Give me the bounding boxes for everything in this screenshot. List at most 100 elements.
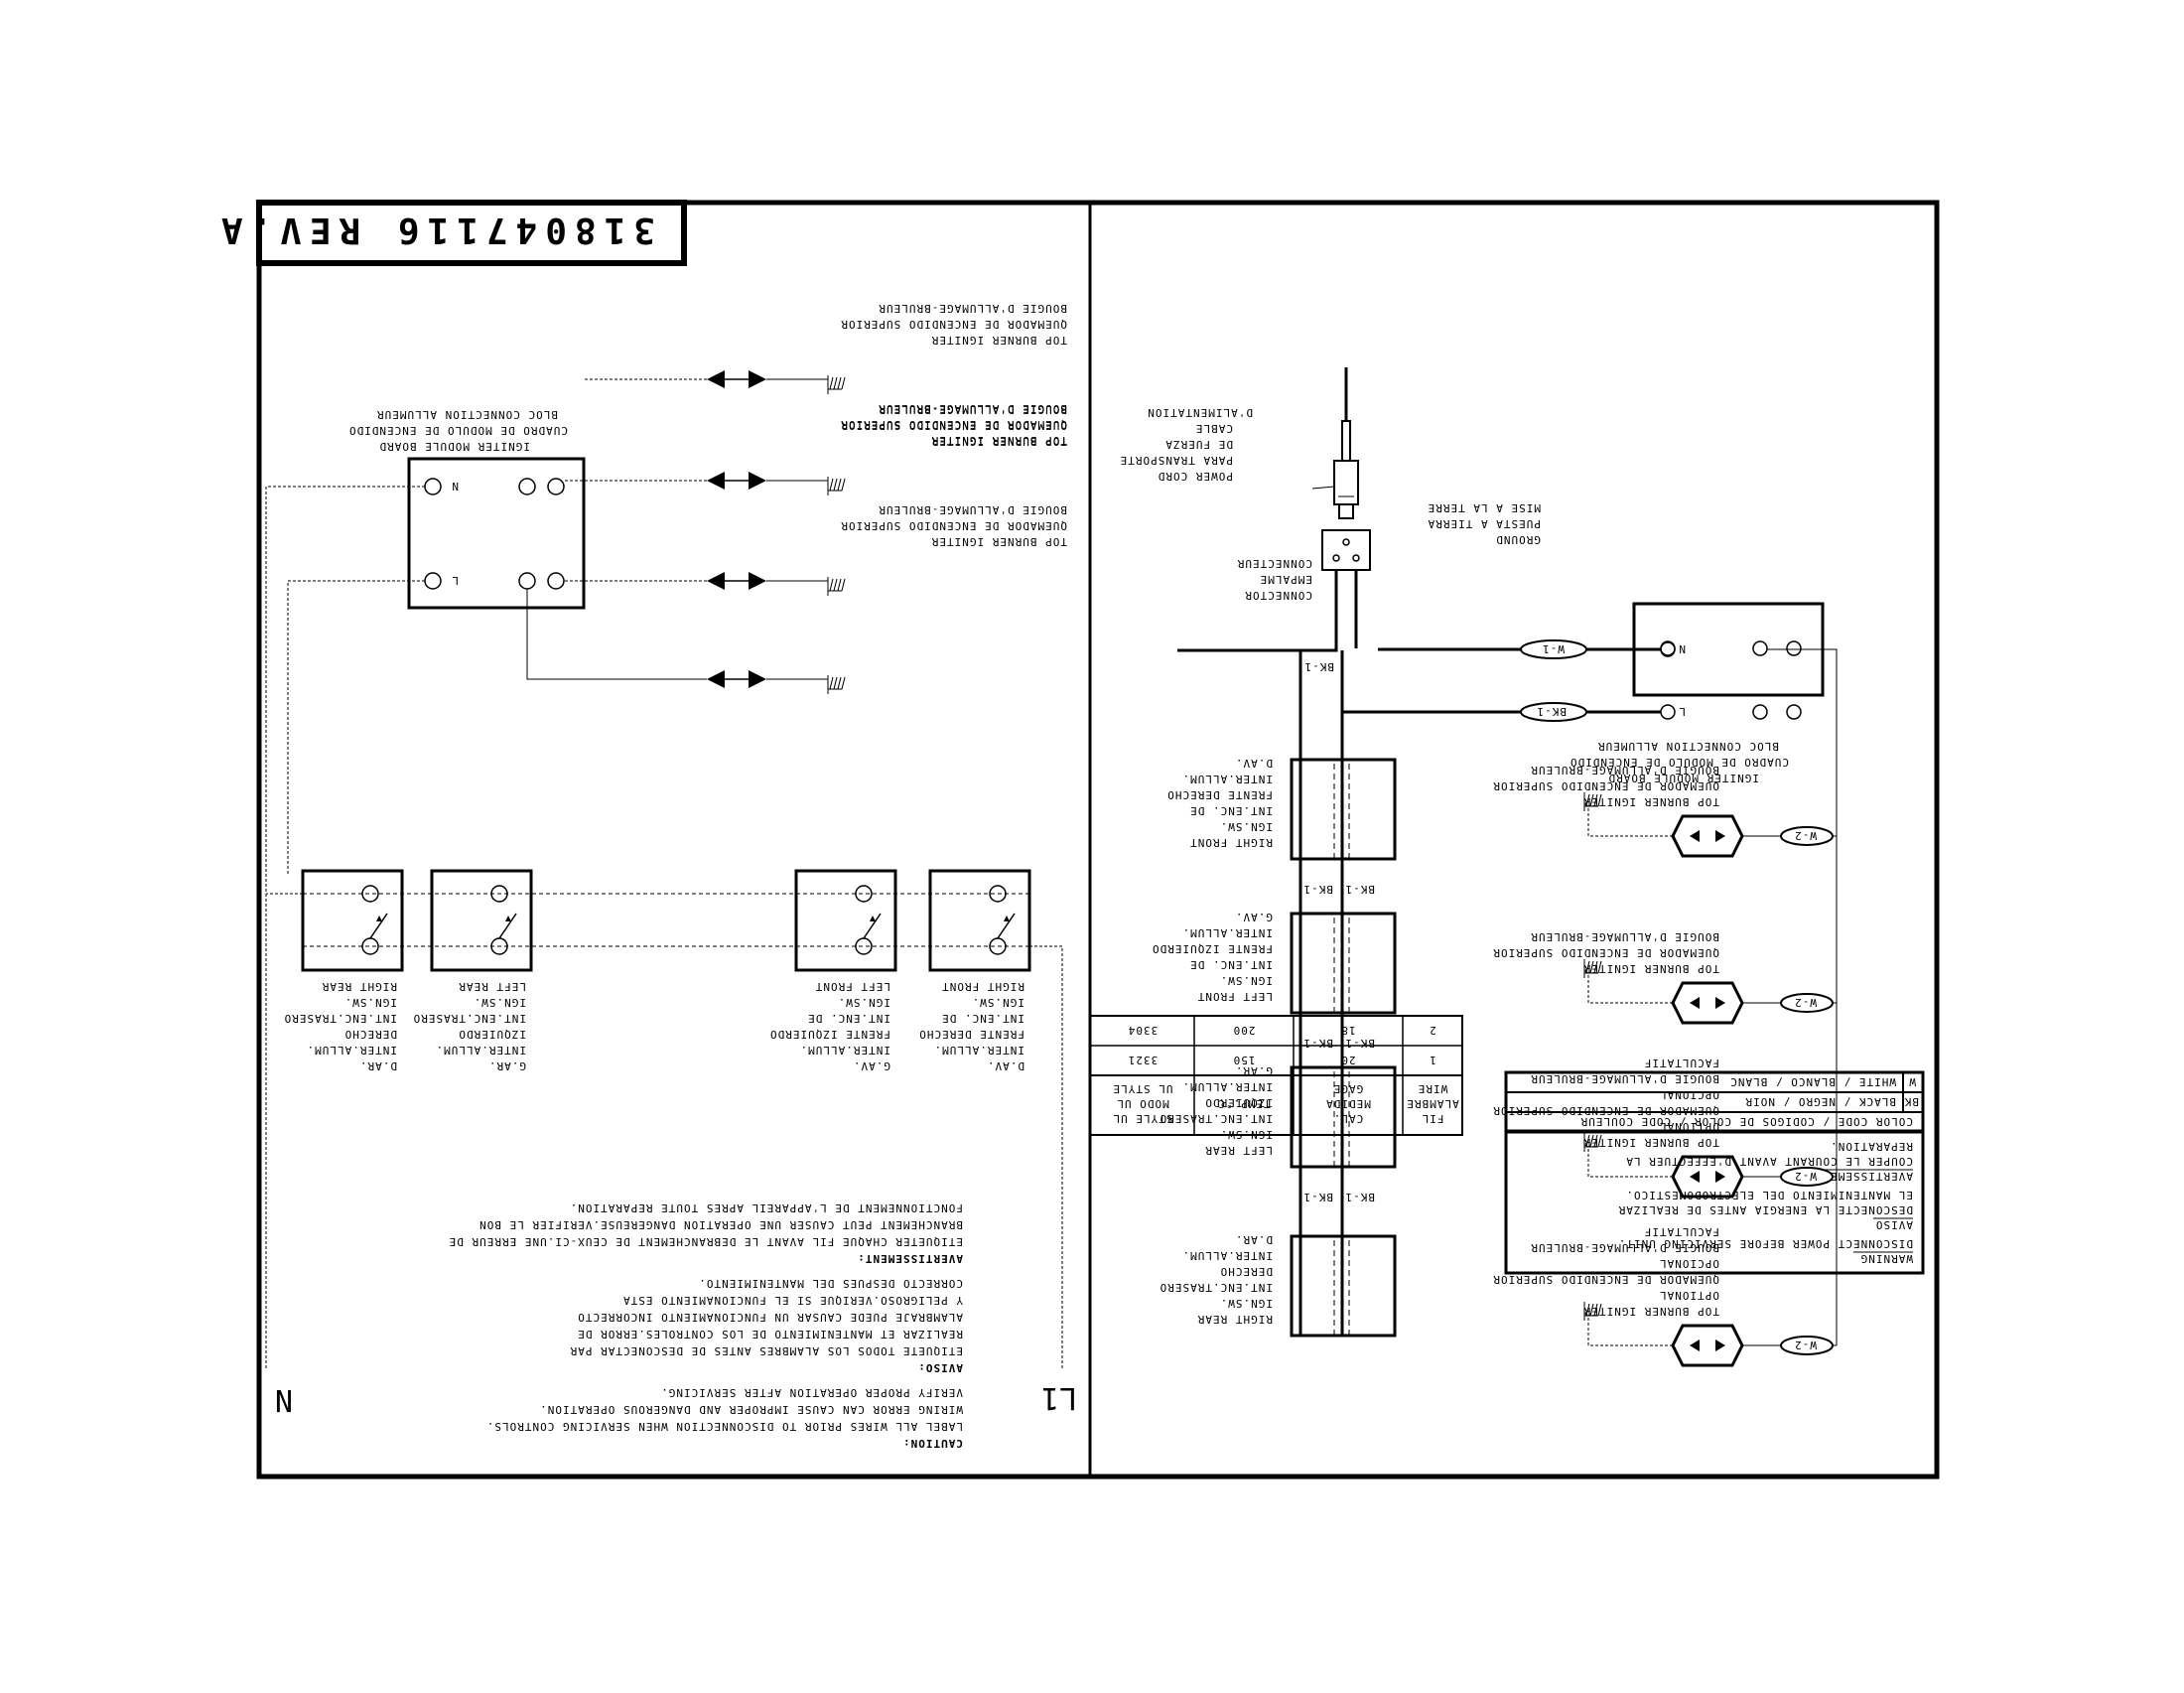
right-igniter-1-label-2: QUEMADOR DE ENCENDIDO SUPERIOR — [1492, 779, 1719, 792]
left-switch-1-label-5: INTER.ALLUM. — [934, 1044, 1024, 1057]
avert-body-3: FONCTIONNEMENT DE L'APPAREIL APRES TOUTE… — [570, 1201, 963, 1214]
right-switch-4-label-3: INT.ENC.TRASERO — [1160, 1281, 1273, 1294]
sheet: WARNING DISCONNECT POWER BEFORE SERVICIN… — [213, 200, 1940, 1480]
right-igniter-2-label-2: QUEMADOR DE ENCENDIDO SUPERIOR — [1492, 946, 1719, 959]
left-igniter-2-label-3: BOUGIE D'ALLUMAGE-BRULEUR — [878, 403, 1067, 416]
left-ground-icon-1 — [827, 375, 846, 394]
right-switch-2-label-5: INTER.ALLUM. — [1182, 926, 1273, 939]
ground-icon-2 — [1583, 959, 1602, 978]
left-switch-2-label-2: IGN.SW. — [838, 996, 890, 1009]
aviso-label: AVISO — [1875, 1218, 1913, 1231]
right-switch-4-label-1: RIGHT REAR — [1197, 1313, 1273, 1326]
left-switch-box-2 — [794, 869, 897, 972]
doc-number: 318047116 REV.A — [213, 210, 655, 250]
right-switch-box-4 — [1290, 1234, 1397, 1338]
left-spark-arrow-1 — [749, 370, 766, 388]
right-switch-3-label-1: LEFT REAR — [1204, 1144, 1273, 1157]
color-code-w: W — [1908, 1075, 1916, 1088]
wire-header-fil: FIL — [1422, 1112, 1444, 1125]
left-igniter-3-label-3: BOUGIE D'ALLUMAGE-BRULEUR — [878, 503, 1067, 516]
left-igniter-3-label-1: TOP BURNER IGNITER — [931, 535, 1067, 548]
right-switch-box-1 — [1290, 758, 1397, 861]
connector-label-3: CONNECTEUR — [1237, 557, 1312, 570]
aviso-body-5: CORRECTO DESPUES DEL MANTENIMIENTO. — [698, 1277, 963, 1290]
right-switch-bk1-a-1: BK-1 — [1303, 883, 1334, 896]
left-igniter-2-label-2: QUEMADOR DE ENCENDIDO SUPERIOR — [840, 419, 1067, 432]
bk1-bus — [1298, 650, 1344, 1338]
left-igniter-arrow-4 — [707, 670, 725, 688]
wire-row-1-temp: 150 — [1233, 1054, 1256, 1066]
left-module-label-1: IGNITER MODULE BOARD — [379, 440, 530, 453]
left-switch-1-label-3: INT.ENC. DE — [941, 1012, 1024, 1025]
gage-header-gage: GAGE — [1333, 1082, 1364, 1095]
ul-header-style: STYLE UL — [1113, 1112, 1173, 1125]
igniter-arrow-b-3 — [1690, 1171, 1700, 1183]
igniter-electrode-4 — [1671, 1324, 1744, 1367]
wire-row-2-wire: 2 — [1429, 1024, 1436, 1037]
right-switch-1-label-1: RIGHT FRONT — [1189, 836, 1273, 849]
color-desc-w: WHITE / BLANCO / BLANC — [1729, 1075, 1896, 1088]
left-igniter-4-label-1: TOP BURNER IGNITER — [931, 434, 1067, 447]
left-switch-3-label-1: LEFT REAR — [458, 980, 526, 993]
right-igniter-2-label-3: BOUGIE D'ALLUMAGE-BRULEUR — [1530, 930, 1719, 943]
left-module-l: L — [451, 574, 459, 587]
left-switch-2-label-1: LEFT FRONT — [815, 980, 890, 993]
right-switch-3-label-2: IGN.SW. — [1220, 1128, 1273, 1141]
igniter-electrode-2 — [1671, 981, 1744, 1025]
igniter-arrow-b-1 — [1690, 830, 1700, 842]
wire-header-wire: WIRE — [1418, 1082, 1448, 1095]
ground-label-1: GROUND — [1495, 533, 1541, 546]
igniter-arrow-b-4 — [1690, 1340, 1700, 1351]
right-switch-bk1-b-3: BK-1 — [1345, 1191, 1376, 1203]
wire-header-alambre: ALAMBRE — [1406, 1097, 1458, 1110]
right-igniter-3-label-5: BOUGIE D'ALLUMAGE-BRULEUR — [1530, 1072, 1719, 1085]
w2-label-3: W-2 — [1794, 1170, 1817, 1183]
right-igniter-module: N L IGNITER MODULE BOARD CUADRO DE MODUL… — [1570, 602, 1825, 784]
wire-label-bk1: BK-1 — [1520, 702, 1587, 722]
wire-label-w1: W-1 — [1520, 639, 1587, 659]
gage-header-cal: CAL. — [1333, 1112, 1364, 1125]
left-switch-3-label-4: IZQUIERDO — [458, 1028, 526, 1041]
switch-contact-3 — [498, 913, 517, 939]
warning-text: DISCONNECT POWER BEFORE SERVICING UNIT. — [1618, 1237, 1913, 1250]
right-igniter-1-label-1: TOP BURNER IGNITER — [1583, 795, 1719, 808]
right-switch-1-label-4: FRENTE DERECHO — [1166, 788, 1273, 801]
right-switch-4-label-5: INTER.ALLUM. — [1182, 1249, 1273, 1262]
sheet-frame — [256, 200, 1940, 1480]
wire-row-2-style: 3304 — [1128, 1024, 1159, 1037]
igniter-arrow-a-1 — [1715, 830, 1725, 842]
right-switch-2-label-6: G.AV. — [1235, 911, 1273, 923]
warning-label: WARNING — [1860, 1252, 1913, 1265]
avert-line-2: REPARATION. — [1830, 1140, 1913, 1153]
right-switch-4: RIGHT REARIGN.SW.INT.ENC.TRASERODERECHOI… — [1160, 1233, 1397, 1338]
aviso-title: AVISO: — [917, 1361, 963, 1374]
wire-row-1-style: 3321 — [1128, 1054, 1159, 1066]
right-switch-2-label-2: IGN.SW. — [1220, 974, 1273, 987]
right-igniter-3-label-3: QUEMADOR DE ENCENDIDO SUPERIOR — [1492, 1104, 1719, 1117]
right-module-label-1: IGNITER MODULE BOARD — [1608, 772, 1759, 784]
left-igniter-2: TOP BURNER IGNITER QUEMADOR DE ENCENDIDO … — [707, 403, 1067, 495]
right-igniter-4-label-1: TOP BURNER IGNITER — [1583, 1305, 1719, 1318]
w1-label: W-1 — [1542, 642, 1565, 655]
right-module-n: N — [1678, 642, 1686, 655]
right-igniter-3-label-4: OPCIONAL — [1659, 1088, 1719, 1101]
left-switch-box-1 — [928, 869, 1031, 972]
right-switch-1-label-5: INTER.ALLUM. — [1182, 773, 1273, 785]
switch-contact-4 — [369, 913, 388, 939]
left-module-label-3: BLOC CONNECTION ALLUMEUR — [376, 408, 558, 421]
left-switch-4-label-5: INTER.ALLUM. — [307, 1044, 397, 1057]
w2-label-4: W-2 — [1794, 1339, 1817, 1351]
left-switch-1-label-4: FRENTE DERECHO — [918, 1028, 1024, 1041]
left-spark-arrow-3 — [749, 572, 766, 590]
right-switch-bk1-a-2: BK-1 — [1303, 1037, 1334, 1050]
left-switch-4: RIGHT REARIGN.SW.INT.ENC.TRASERODERECHOI… — [284, 869, 404, 1072]
right-switch-bk1-b-1: BK-1 — [1345, 883, 1376, 896]
left-switch-2-label-6: G.AV. — [853, 1059, 890, 1072]
left-switch-3-label-2: IGN.SW. — [474, 996, 526, 1009]
right-switch-1-label-3: INT.ENC. DE — [1189, 804, 1273, 817]
